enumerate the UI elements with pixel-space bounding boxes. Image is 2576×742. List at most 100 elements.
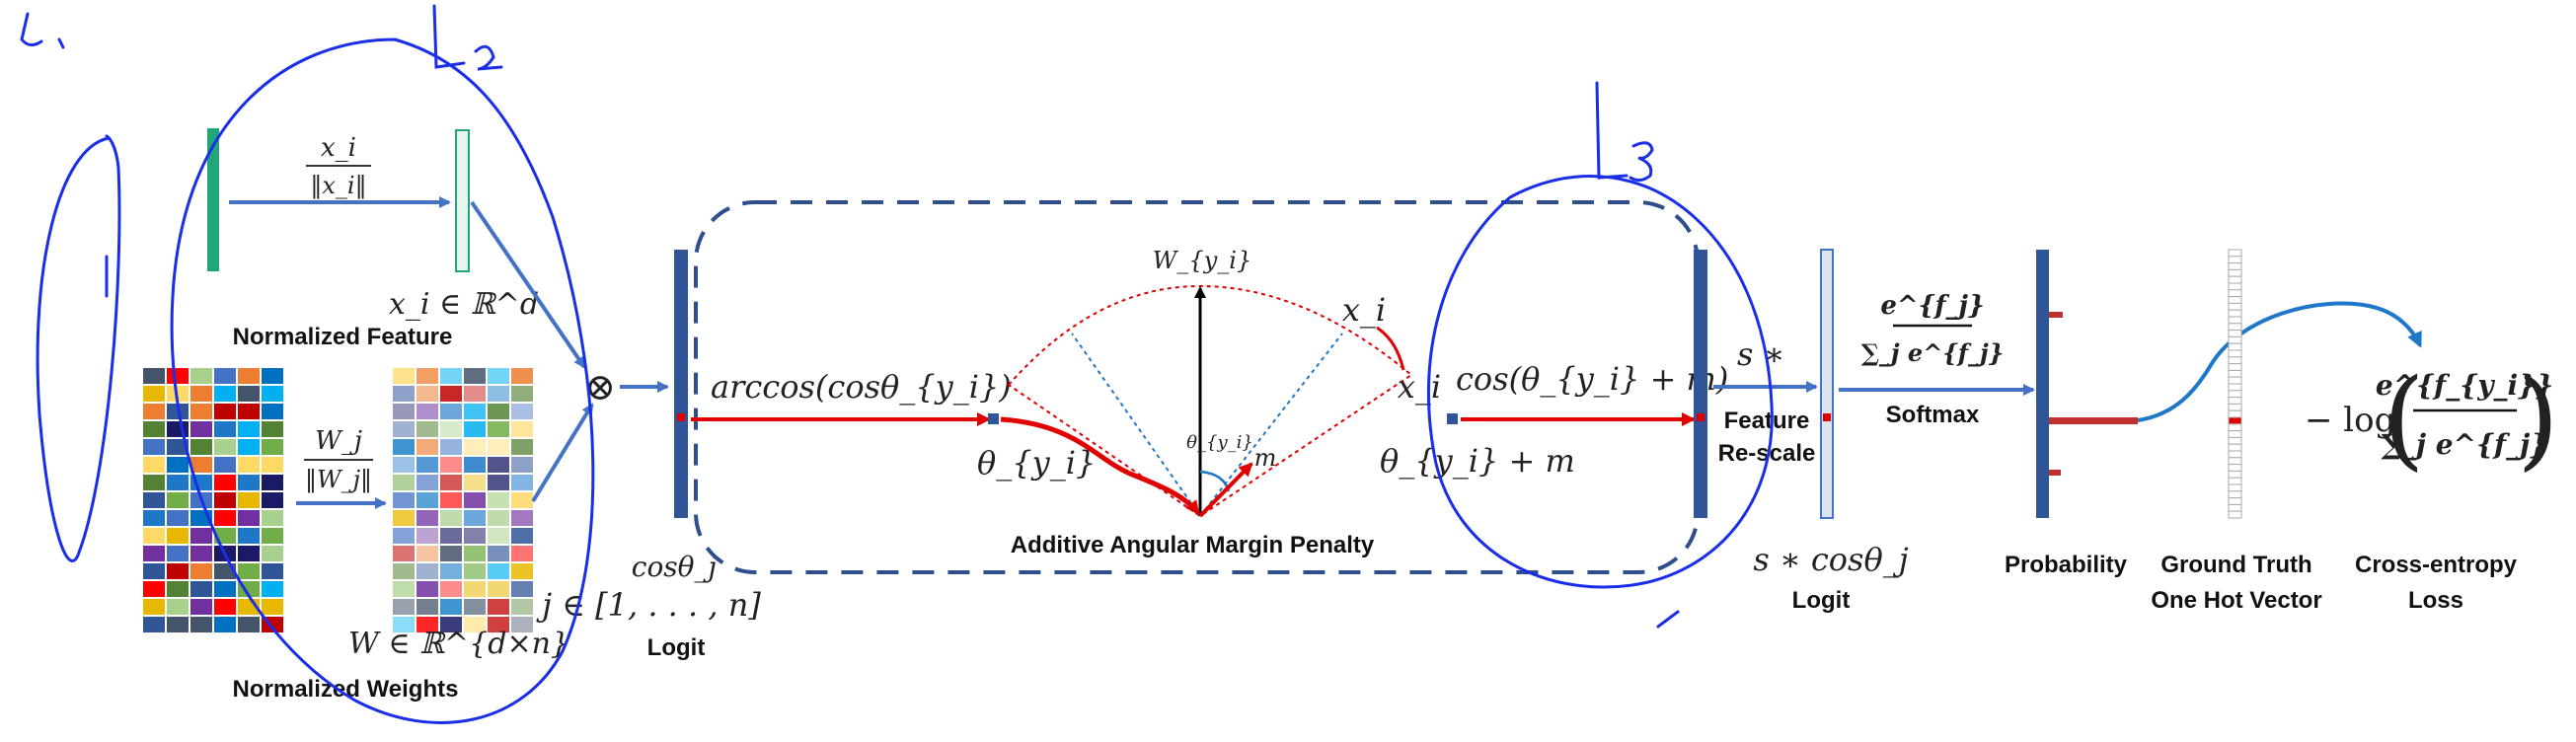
matrix-cell <box>143 439 165 455</box>
weights-norm-denominator: ‖W_j‖ <box>305 466 372 494</box>
matrix-cell <box>190 439 212 455</box>
prob-tick-bottom <box>2049 470 2061 476</box>
matrix-cell <box>167 475 189 490</box>
matrix-cell <box>190 368 212 384</box>
matrix-cell <box>190 581 212 597</box>
matrix-cell <box>440 475 462 490</box>
softmax-caption: Softmax <box>1886 402 1980 428</box>
matrix-cell <box>440 581 462 597</box>
matrix-cell <box>143 510 165 526</box>
theta-point <box>988 413 999 424</box>
matrix-cell <box>417 581 438 597</box>
one-hot-cell <box>2228 282 2242 291</box>
margin-ray <box>1198 462 1253 518</box>
matrix-cell <box>167 617 189 632</box>
w-label: W_{y_i} <box>1153 247 1251 274</box>
matrix-cell <box>143 617 165 632</box>
matrix-cell <box>393 599 415 615</box>
loss-right-paren: ) <box>2517 355 2559 482</box>
logit-highlight-cell <box>677 413 685 421</box>
logit-vector <box>674 250 688 518</box>
one-hot-cell <box>2228 403 2242 411</box>
matrix-cell <box>238 457 260 473</box>
matrix-cell <box>238 492 260 508</box>
handwritten-l1-mark <box>20 12 65 49</box>
one-hot-cell <box>2228 423 2242 432</box>
prob-tick-top <box>2049 312 2063 318</box>
matrix-cell <box>417 475 438 490</box>
loss-group: − log ( e^{f_{y_i}} ∑_j e^{f_j} ) Cross-… <box>2305 355 2559 614</box>
matrix-cell <box>190 404 212 419</box>
matrix-cell <box>238 368 260 384</box>
matrix-cell <box>511 457 533 473</box>
matrix-cell <box>417 439 438 455</box>
matrix-cell <box>464 368 486 384</box>
one-hot-cell <box>2228 296 2242 304</box>
handwritten-l2-mark <box>432 4 503 71</box>
matrix-cell <box>214 528 236 544</box>
one-hot-cell <box>2228 503 2242 512</box>
matrix-cell <box>511 528 533 544</box>
matrix-cell <box>238 421 260 437</box>
matrix-cell <box>393 581 415 597</box>
one-hot-cell <box>2228 369 2242 378</box>
weight-matrix-label: W ∈ ℝ^{d×n} <box>348 627 569 661</box>
matrix-cell <box>393 386 415 402</box>
matrix-cell <box>190 528 212 544</box>
matrix-cell <box>511 475 533 490</box>
matrix-cell <box>262 563 283 579</box>
x-to-xi-curve <box>1376 326 1405 371</box>
matrix-cell <box>417 386 438 402</box>
matrix-cell <box>167 546 189 561</box>
one-hot-cell <box>2228 316 2242 325</box>
one-hot-cell <box>2228 256 2242 264</box>
one-hot-cell <box>2228 289 2242 298</box>
matrix-cell <box>417 457 438 473</box>
matrix-cell <box>167 457 189 473</box>
one-hot-cell <box>2228 470 2242 479</box>
matrix-cell <box>417 510 438 526</box>
matrix-cell <box>464 617 486 632</box>
matrix-cell <box>393 421 415 437</box>
matrix-cell <box>488 492 509 508</box>
matrix-cell <box>440 404 462 419</box>
matrix-cell <box>262 599 283 615</box>
weights-to-multiply-arrow <box>531 403 594 503</box>
matrix-cell <box>393 492 415 508</box>
one-hot-cell <box>2228 483 2242 492</box>
matrix-cell <box>143 368 165 384</box>
matrix-cell <box>464 546 486 561</box>
matrix-cell <box>214 404 236 419</box>
matrix-cell <box>440 439 462 455</box>
cos-margin-label: cos(θ_{y_i} + m) <box>1456 360 1728 398</box>
one-hot-cell <box>2228 363 2242 371</box>
margin-caption: Additive Angular Margin Penalty <box>1011 532 1375 558</box>
matrix-cell <box>190 617 212 632</box>
matrix-cell <box>143 386 165 402</box>
matrix-cell <box>511 563 533 579</box>
matrix-cell <box>440 421 462 437</box>
rescaled-logit-vector <box>1694 250 1707 518</box>
matrix-cell <box>143 475 165 490</box>
matrix-cell <box>511 368 533 384</box>
multiply-group: ⊗ <box>470 200 669 503</box>
matrix-cell <box>440 492 462 508</box>
matrix-cell <box>238 439 260 455</box>
loop-2-scribble <box>170 37 595 724</box>
loss-numerator: e^{f_{y_i}} <box>2376 369 2553 402</box>
matrix-cell <box>417 563 438 579</box>
matrix-cell <box>238 528 260 544</box>
matrix-cell <box>393 528 415 544</box>
one-hot-cell <box>2228 457 2242 466</box>
rescale-group: s ∗ Feature Re-scale s ∗ cosθ_j Logit <box>1694 249 1909 614</box>
matrix-cell <box>143 581 165 597</box>
one-hot-cell <box>2228 436 2242 445</box>
one-hot-cell <box>2228 464 2242 472</box>
theta-plus-m-label: θ_{y_i} + m <box>1380 442 1575 480</box>
handwritten-annotations <box>20 4 1774 724</box>
prob-bar-main <box>2049 417 2138 424</box>
matrix-cell <box>143 421 165 437</box>
feature-vector-label: x_i ∈ ℝ^d <box>389 287 539 322</box>
one-hot-vector <box>2228 249 2242 519</box>
normalized-feature-vector <box>455 129 470 272</box>
